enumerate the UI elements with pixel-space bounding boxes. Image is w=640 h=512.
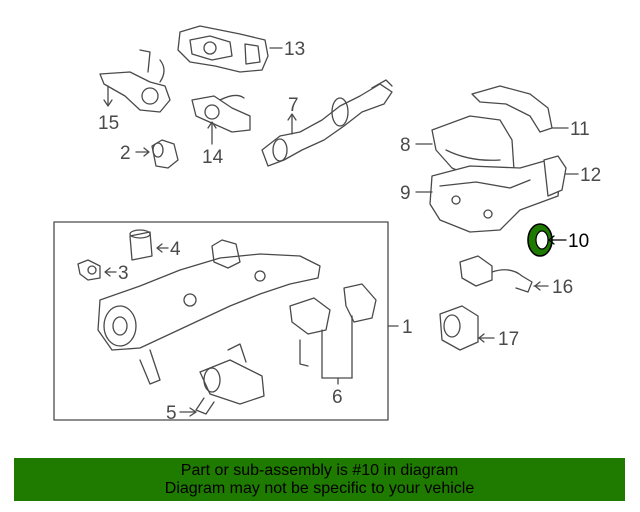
part-17-lock-housing [439,305,495,351]
callout-9: 9 [400,183,411,204]
part-6-brackets [289,283,377,385]
part-11-trim [471,85,569,133]
part-7-intermediate-shaft [261,79,393,167]
part-2-bushing [135,139,179,169]
callout-5: 5 [166,403,177,424]
assembly-box [53,221,389,421]
part-15-turn-signal [99,49,171,113]
callout-11: 11 [570,119,590,140]
part-16-sensor-harness [459,255,549,293]
callout-3: 3 [118,263,129,284]
part-4-cylinder [129,229,169,261]
info-banner: Part or sub-assembly is #10 in diagram D… [14,458,625,501]
callout-10: 10 [568,231,590,252]
part-10-seal [527,223,567,257]
callout-6: 6 [332,387,343,408]
part-13-switch-housing [177,25,283,73]
part-14-wiper-switch [191,94,251,145]
part-5-actuator [179,343,265,417]
callout-12: 12 [580,165,602,186]
part-9-lower-cover [415,159,561,233]
callout-15: 15 [98,113,120,134]
callout-8: 8 [400,135,411,156]
callout-4: 4 [170,239,181,260]
callout-17: 17 [498,329,520,350]
callout-1: 1 [402,317,413,338]
info-banner-bg [14,458,625,501]
part-3-sensor [77,259,117,281]
callout-2: 2 [120,143,131,164]
banner-line-2: Diagram may not be specific to your vehi… [164,479,475,497]
callout-14: 14 [202,147,224,168]
callout-13: 13 [284,39,306,60]
banner-line-1: Part or sub-assembly is #10 in diagram [180,461,459,479]
callout-7: 7 [288,95,299,116]
part-1-steering-column [97,239,321,385]
callout-16: 16 [552,277,574,298]
part-12-lower-cover-panel [543,155,579,197]
